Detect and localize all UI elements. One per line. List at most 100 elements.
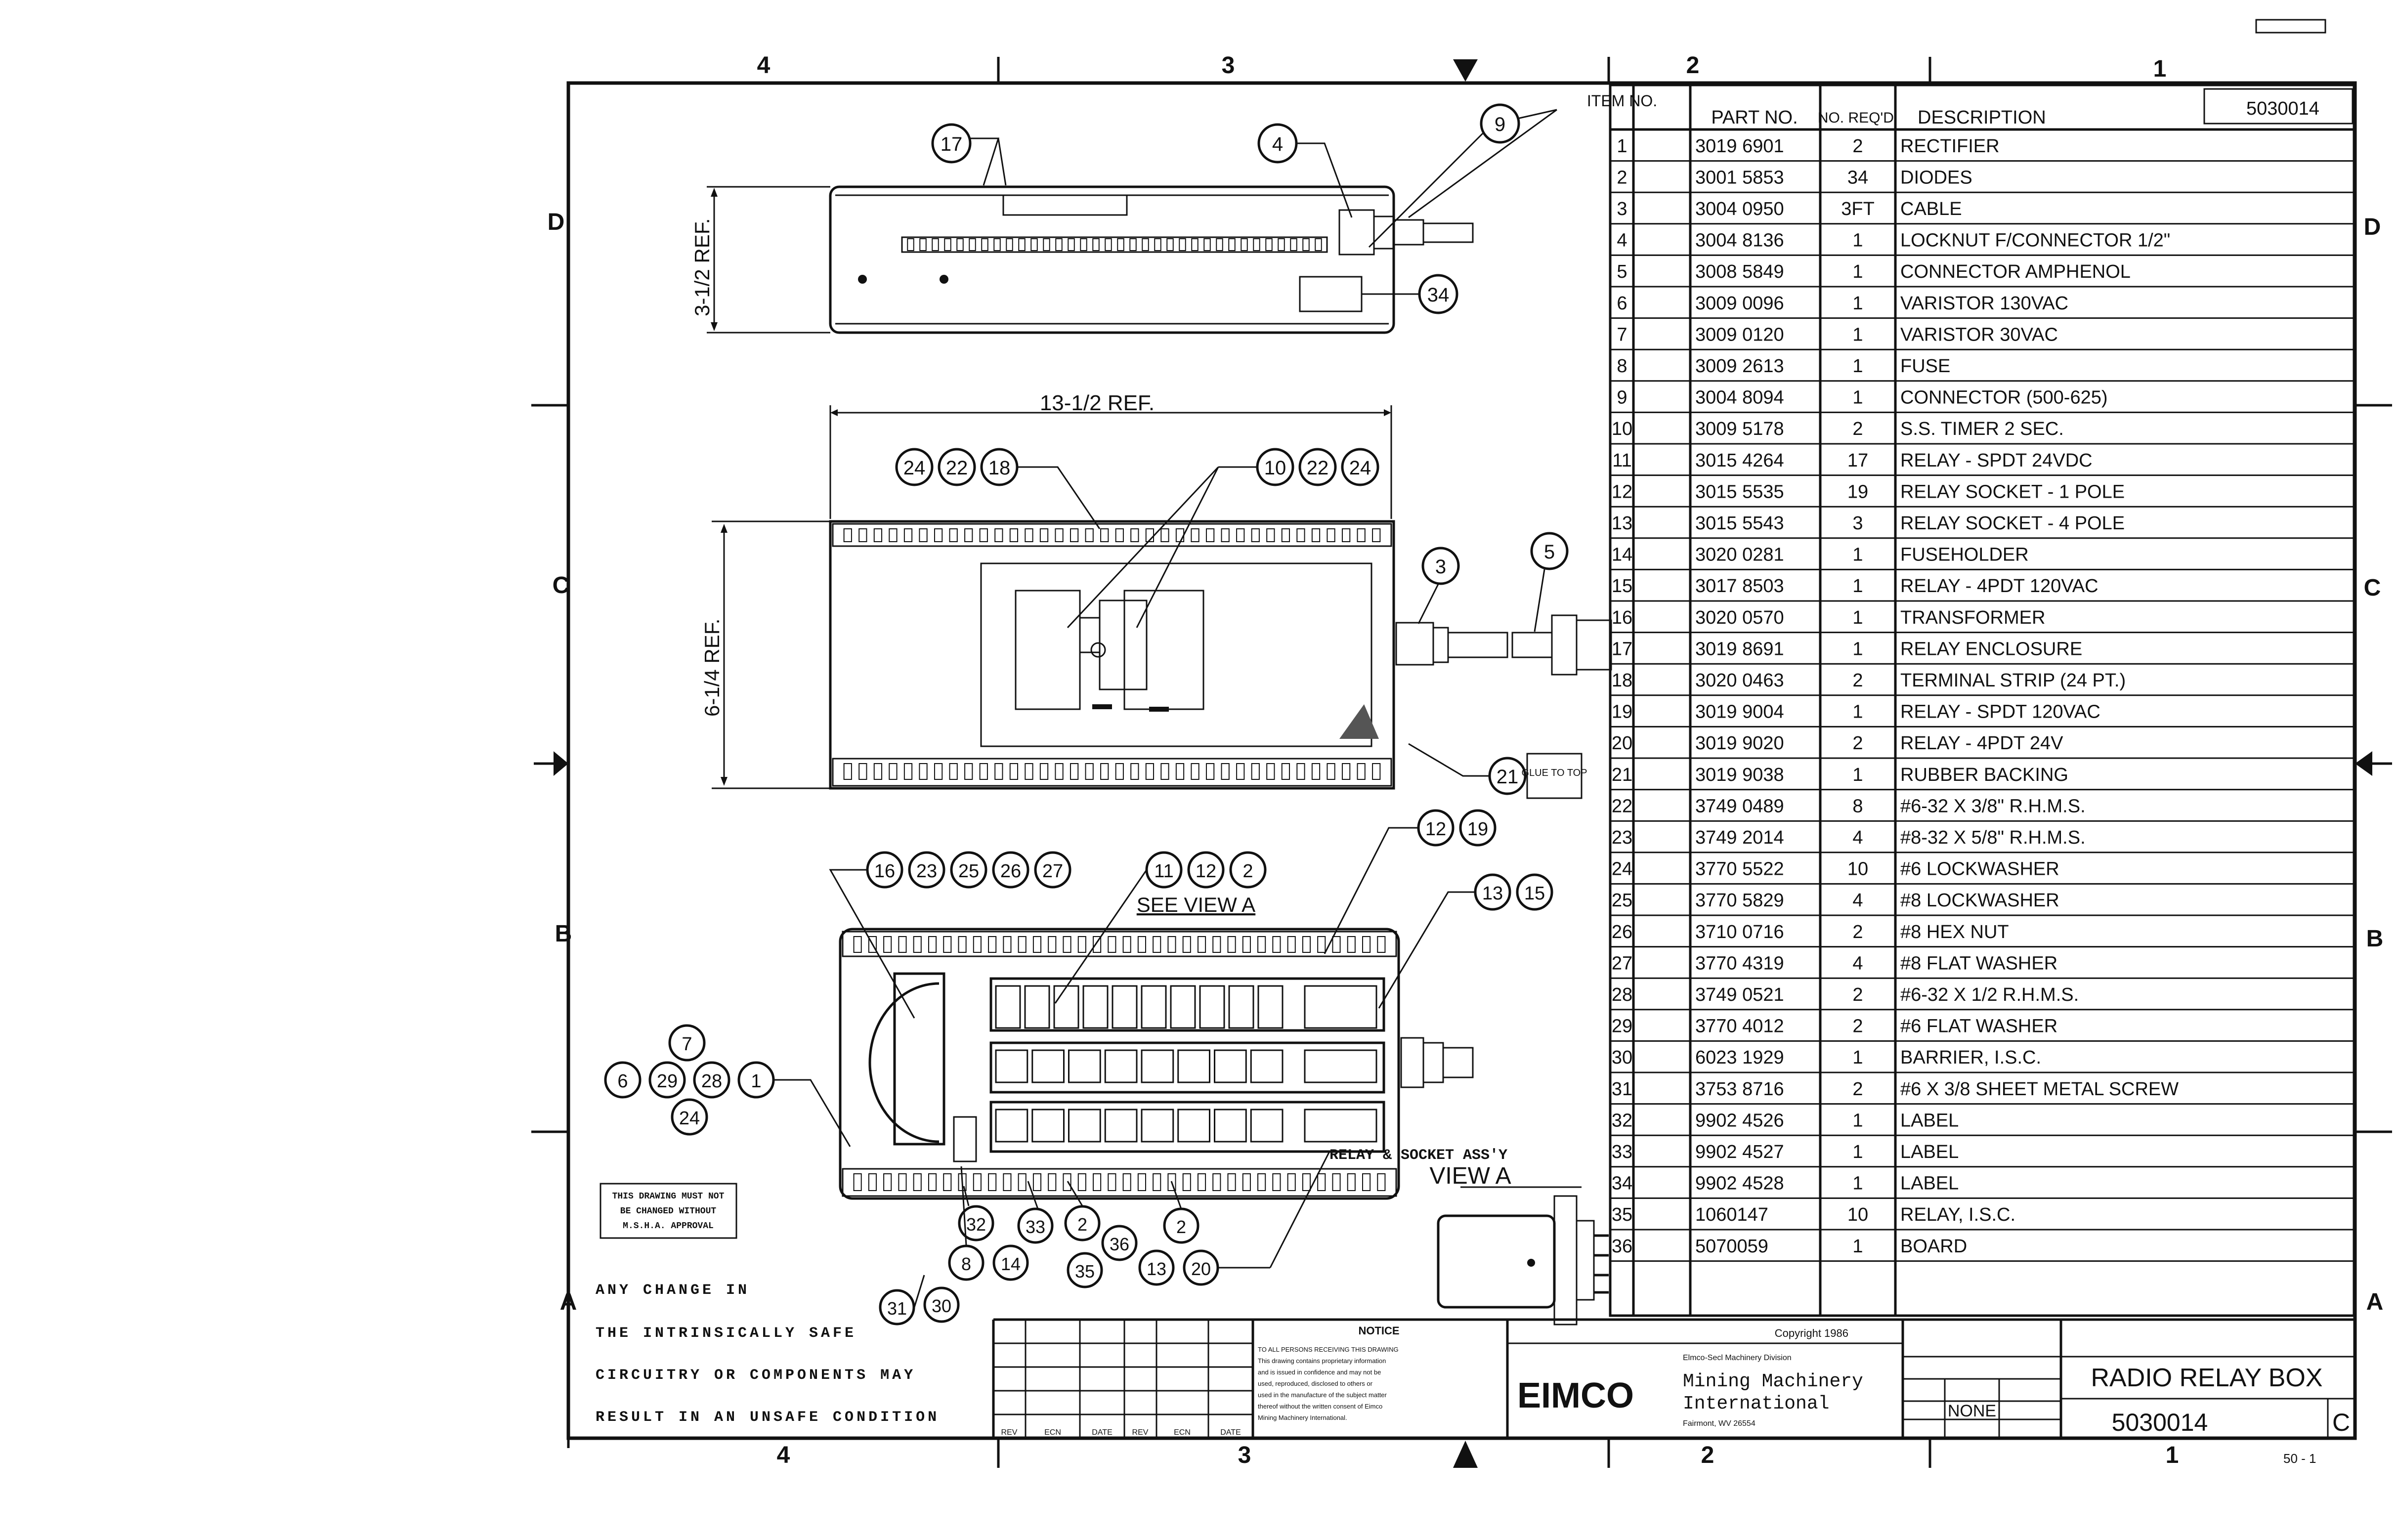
table-cell-qty: 4 <box>1852 827 1863 848</box>
svg-text:thereof without the written co: thereof without the written consent of E… <box>1258 1403 1382 1410</box>
zone-marks: 4 3 2 1 4 3 2 1 D C B A D C B A <box>531 52 2392 1468</box>
table-cell-description: LABEL <box>1900 1173 1959 1194</box>
balloon-row-13-15: 13 15 <box>1378 873 1553 1009</box>
table-cell-item: 28 <box>1612 984 1632 1005</box>
svg-text:5: 5 <box>1544 541 1555 563</box>
svg-text:15: 15 <box>1524 883 1545 904</box>
table-cell-description: DIODES <box>1900 167 1972 188</box>
glue-note: GLUE TO TOP <box>1521 768 1587 778</box>
table-cell-qty: 1 <box>1852 356 1863 377</box>
table-cell-description: #6 X 3/8 SHEET METAL SCREW <box>1900 1079 2179 1100</box>
svg-text:CIRCUITRY OR COMPONENTS MAY: CIRCUITRY OR COMPONENTS MAY <box>596 1367 916 1384</box>
table-cell-qty: 2 <box>1852 922 1863 942</box>
table-cell-part-no: 3019 9038 <box>1695 765 1784 785</box>
balloon-4: 4 <box>1257 123 1353 218</box>
table-cell-part-no: 3019 6901 <box>1695 136 1784 157</box>
svg-text:23: 23 <box>916 861 937 882</box>
table-cell-item: 34 <box>1612 1173 1632 1194</box>
table-cell-item: 10 <box>1612 419 1632 439</box>
table-cell-item: 17 <box>1612 639 1632 659</box>
table-cell-item: 25 <box>1612 890 1632 911</box>
balloon-34: 34 <box>1362 274 1458 314</box>
table-cell-item: 18 <box>1612 670 1632 691</box>
svg-text:29: 29 <box>657 1071 678 1092</box>
table-cell-part-no: 3770 5522 <box>1695 859 1784 880</box>
bottom-view: 16 23 25 26 27 11 12 2 SEE VIEW A 12 19 … <box>600 809 1553 1326</box>
table-cell-item: 6 <box>1617 293 1627 314</box>
svg-text:27: 27 <box>1042 861 1063 882</box>
balloon-21: 21 GLUE TO TOP <box>1408 743 1587 799</box>
table-cell-part-no: 6023 1929 <box>1695 1047 1784 1068</box>
table-cell-qty: 1 <box>1852 545 1863 565</box>
zone-top-4: 4 <box>757 52 771 79</box>
table-cell-item: 8 <box>1617 356 1627 377</box>
table-cell-description: LOCKNUT F/CONNECTOR 1/2" <box>1900 230 2170 251</box>
table-cell-description: #6 FLAT WASHER <box>1900 1016 2057 1037</box>
drawing-number: 5030014 <box>2112 1409 2208 1436</box>
scale-value: NONE <box>1948 1402 1996 1420</box>
table-cell-qty: 1 <box>1852 1047 1863 1068</box>
svg-text:22: 22 <box>946 457 968 479</box>
table-cell-description: TERMINAL STRIP (24 PT.) <box>1900 670 2126 691</box>
table-cell-part-no: 3009 5178 <box>1695 419 1784 439</box>
table-cell-qty: 10 <box>1847 859 1868 880</box>
intrinsic-safety-warning: ANY CHANGE IN THE INTRINSICALLY SAFE CIR… <box>596 1282 937 1426</box>
zone-top-2: 2 <box>1686 52 1700 79</box>
table-cell-qty: 1 <box>1852 1142 1863 1162</box>
table-cell-item: 13 <box>1612 513 1632 534</box>
table-cell-part-no: 3001 5853 <box>1695 167 1784 188</box>
balloon-row-12-19: 12 19 <box>1324 809 1497 954</box>
table-cell-part-no: 3015 4264 <box>1695 450 1784 471</box>
svg-text:20: 20 <box>1191 1259 1211 1279</box>
table-cell-qty: 1 <box>1852 324 1863 345</box>
balloon-row-16-27: 16 23 25 26 27 <box>829 851 1071 1019</box>
svg-text:22: 22 <box>1307 457 1329 479</box>
table-cell-qty: 2 <box>1852 984 1863 1005</box>
table-cell-item: 32 <box>1612 1110 1632 1131</box>
table-cell-part-no: 9902 4526 <box>1695 1110 1784 1131</box>
company-name-1: Mining Machinery <box>1683 1371 1863 1392</box>
table-cell-description: FUSE <box>1900 356 1950 377</box>
balloon-cluster-left: 7 6 29 28 1 24 <box>604 1024 851 1147</box>
msha-approval-box: THIS DRAWING MUST NOT BE CHANGED WITHOUT… <box>600 1183 737 1239</box>
table-cell-description: BOARD <box>1900 1236 1967 1257</box>
svg-text:THIS DRAWING MUST NOT: THIS DRAWING MUST NOT <box>612 1192 725 1201</box>
company-division: Elmco-Secl Machinery Division <box>1683 1354 1792 1362</box>
drawing-revision: C <box>2332 1409 2350 1436</box>
table-cell-qty: 1 <box>1852 230 1863 251</box>
svg-text:Mining Machinery International: Mining Machinery International. <box>1258 1414 1347 1421</box>
balloon-5: 5 <box>1530 532 1569 632</box>
table-cell-qty: 1 <box>1852 1110 1863 1131</box>
zone-bottom-1: 1 <box>2166 1442 2179 1468</box>
see-view-a: SEE VIEW A <box>1137 893 1255 916</box>
table-cell-item: 21 <box>1612 765 1632 785</box>
table-cell-item: 4 <box>1617 230 1627 251</box>
table-cell-description: LABEL <box>1900 1142 1959 1162</box>
svg-text:7: 7 <box>682 1034 692 1055</box>
table-header-qty: NO. REQ'D. <box>1818 110 1898 126</box>
svg-text:REV: REV <box>1132 1428 1149 1437</box>
zone-left-c: C <box>553 572 570 599</box>
svg-text:DATE: DATE <box>1220 1428 1241 1437</box>
table-cell-item: 31 <box>1612 1079 1632 1100</box>
balloon-cluster-bottom: 32 33 2 36 2 8 14 35 13 20 31 30 <box>879 1151 1330 1326</box>
zone-right-a: A <box>2366 1289 2384 1315</box>
svg-text:6: 6 <box>617 1071 628 1092</box>
table-cell-part-no: 3009 0120 <box>1695 324 1784 345</box>
svg-text:24: 24 <box>679 1108 700 1129</box>
table-cell-description: CONNECTOR AMPHENOL <box>1900 261 2131 282</box>
svg-text:9: 9 <box>1495 114 1505 135</box>
svg-text:ECN: ECN <box>1174 1428 1191 1437</box>
table-cell-description: #8 FLAT WASHER <box>1900 953 2057 974</box>
table-cell-qty: 2 <box>1852 733 1863 754</box>
svg-text:used, reproduced, disclosed to: used, reproduced, disclosed to others or <box>1258 1380 1373 1387</box>
balloon-3: 3 <box>1417 547 1460 624</box>
svg-text:28: 28 <box>701 1071 722 1092</box>
table-cell-part-no: 9902 4528 <box>1695 1173 1784 1194</box>
table-cell-description: #6-32 X 1/2 R.H.M.S. <box>1900 984 2079 1005</box>
table-cell-item: 2 <box>1617 167 1627 188</box>
table-cell-qty: 3FT <box>1841 199 1875 219</box>
front-view: 13-1/2 REF. 6-1/4 REF. 24 22 18 <box>700 391 1612 799</box>
svg-text:34: 34 <box>1427 284 1450 306</box>
table-cell-qty: 1 <box>1852 639 1863 659</box>
